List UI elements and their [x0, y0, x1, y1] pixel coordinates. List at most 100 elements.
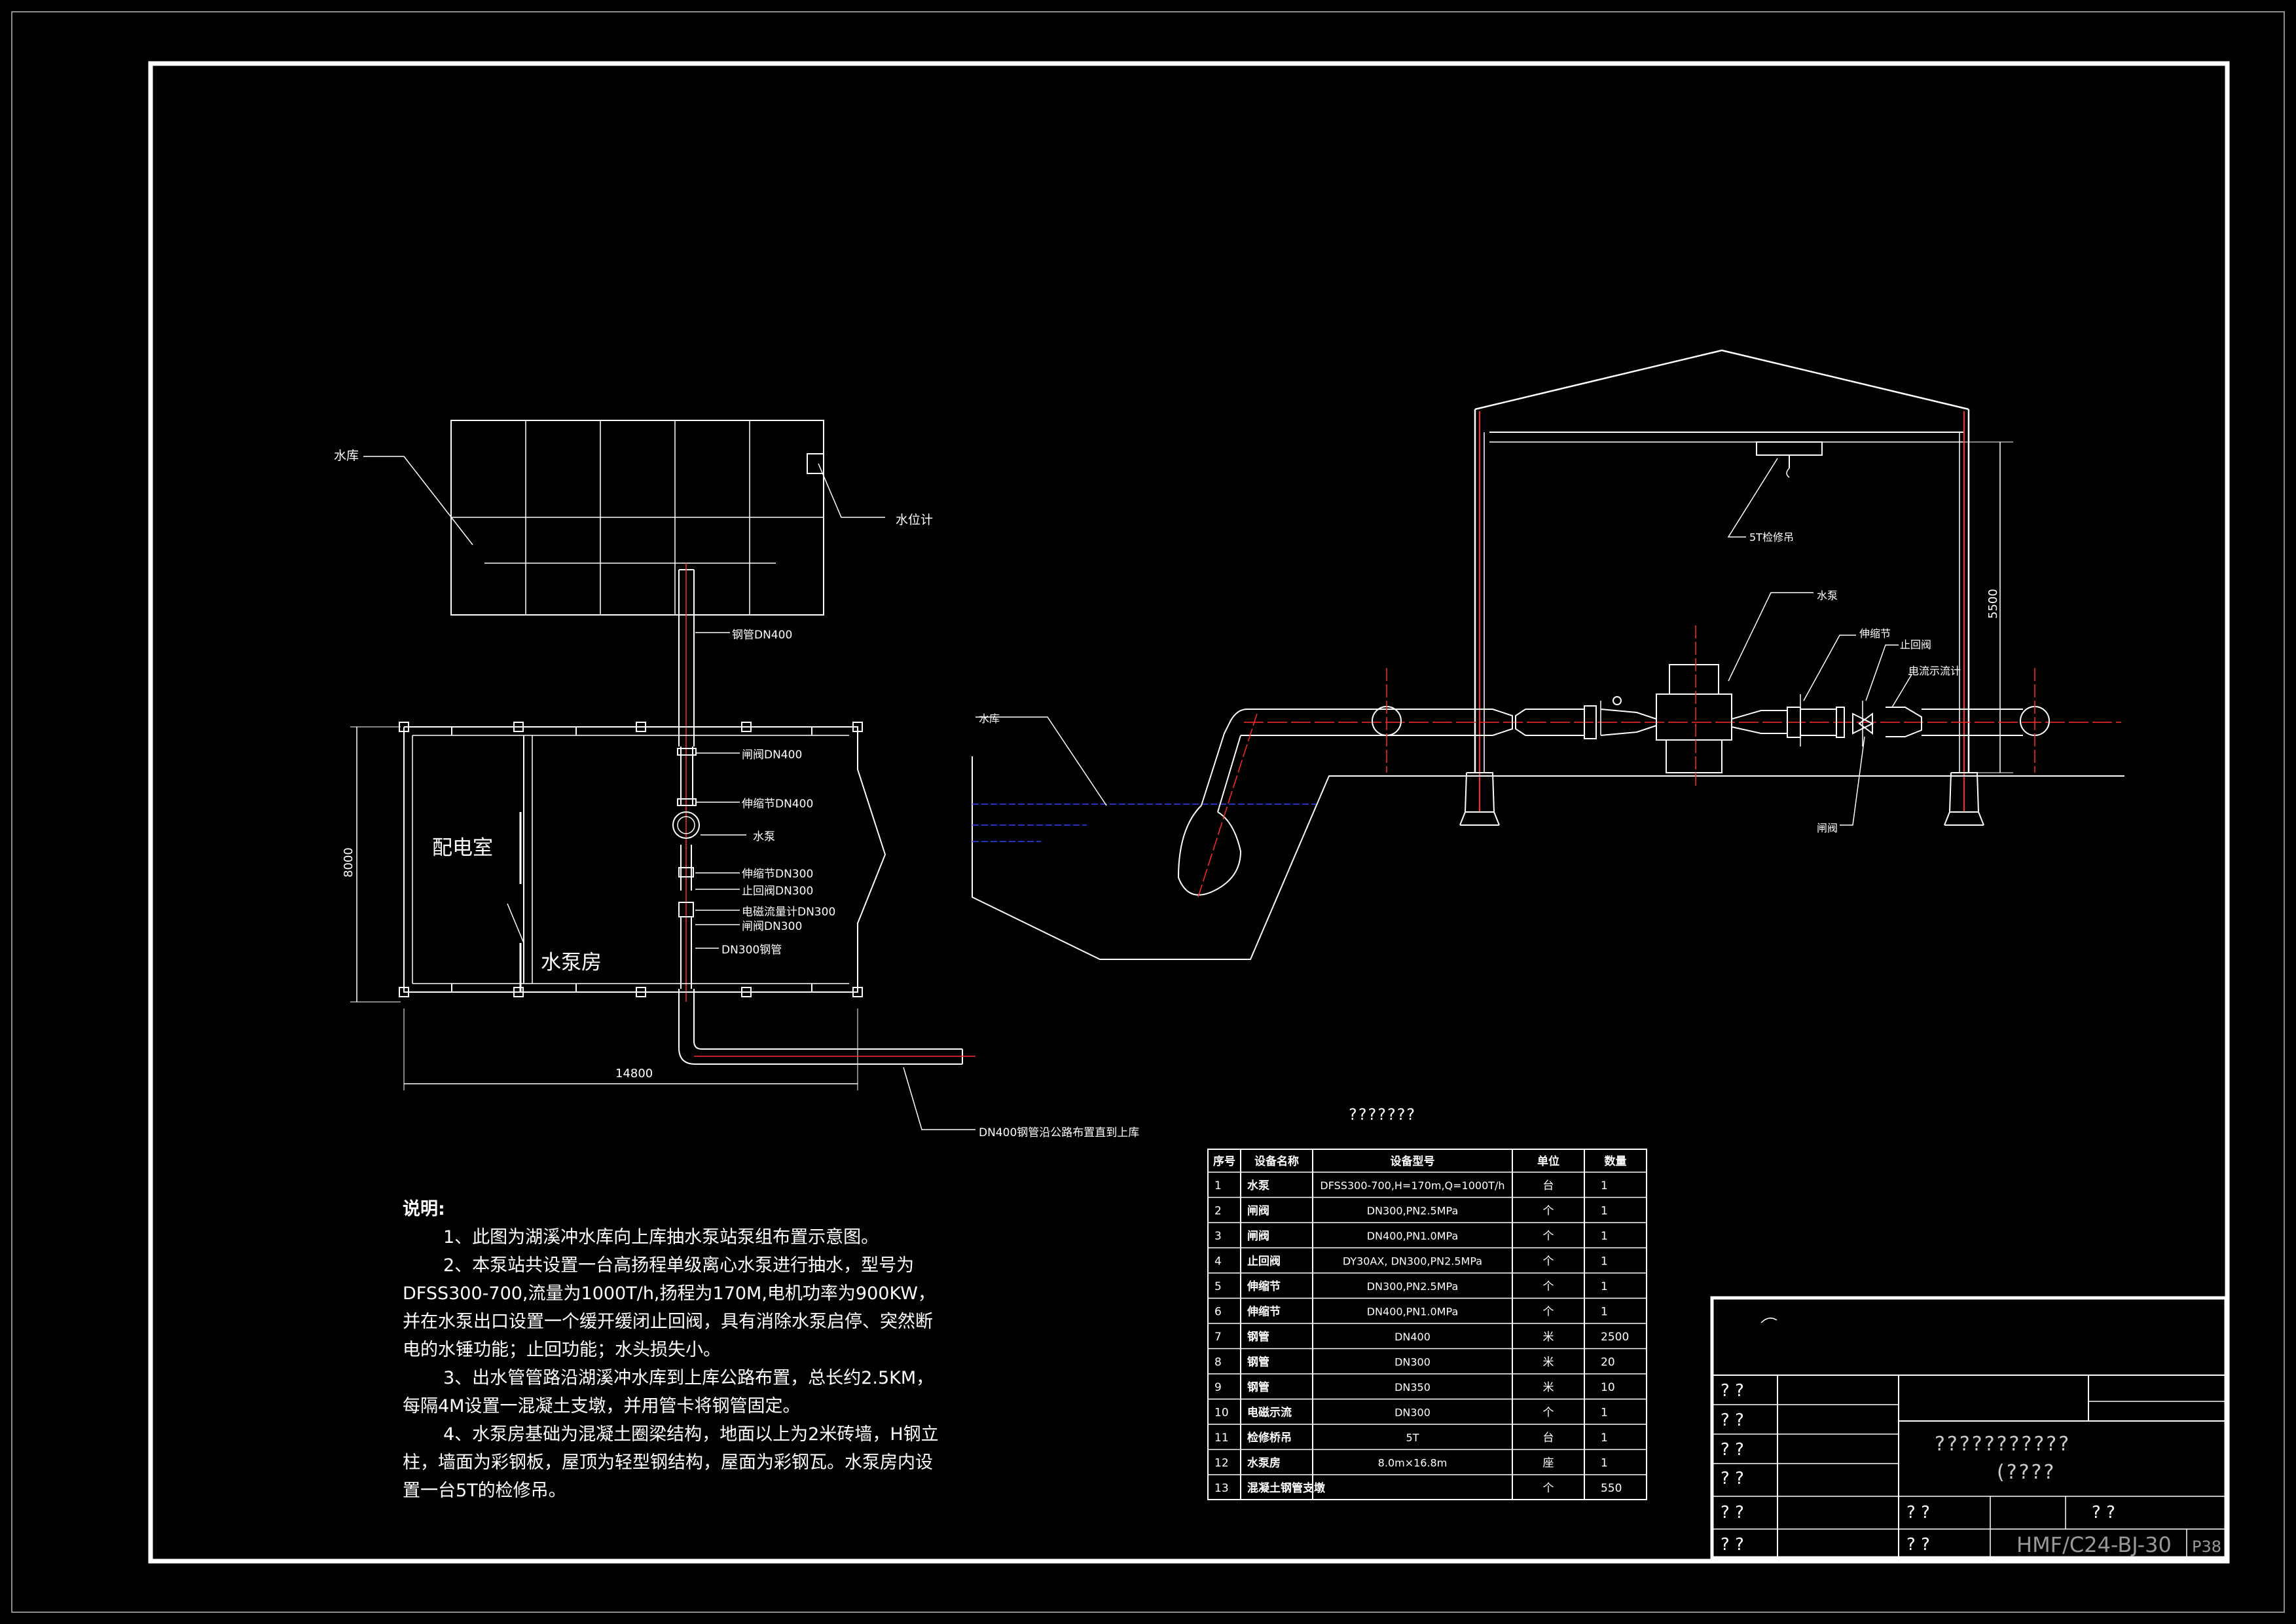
note-3: 3、出水管管路沿湖溪冲水库到上库公路布置，总长约2.5KM，每隔4M设置一混凝土… [403, 1368, 934, 1416]
table-cell-name: 钢管 [1247, 1356, 1269, 1369]
table-cell-no: 3 [1214, 1230, 1222, 1243]
title-q-3: ? ? [1721, 1440, 1744, 1460]
section-gate-valve-label: 闸阀 [1817, 822, 1838, 834]
table-cell-qty: 10 [1601, 1381, 1615, 1394]
title-block-grid [1710, 1296, 2228, 1560]
table-cell-name: 钢管 [1247, 1380, 1269, 1394]
table-cell-qty: 1 [1601, 1230, 1608, 1243]
table-cell-no: 6 [1214, 1306, 1222, 1319]
table-cell-unit: 个 [1543, 1407, 1554, 1420]
plan-flowmeter-label: 电磁流量计DN300 [742, 906, 835, 919]
plan-check-valve-label: 止回阀DN300 [742, 885, 813, 898]
plan-expansion-dn300-label: 伸缩节DN300 [742, 868, 813, 881]
table-cell-model: 8.0m×16.8m [1378, 1457, 1448, 1469]
note-2: 2、本泵站共设置一台高扬程单级离心水泵进行抽水，型号为DFSS300-700,流… [403, 1255, 936, 1360]
notes-heading: 说明: [403, 1199, 445, 1219]
plan-reservoir-label: 水库 [334, 449, 359, 463]
table-cell-no: 9 [1214, 1381, 1222, 1394]
table-cell-no: 11 [1214, 1431, 1229, 1445]
equipment-table-rows [1208, 1172, 1647, 1475]
table-cell-name: 钢管 [1247, 1330, 1269, 1344]
table-cell-unit: 个 [1543, 1255, 1554, 1268]
road-pipe-label: DN400钢管沿公路布置直到上库 [979, 1126, 1139, 1139]
pump-room-plan [350, 722, 886, 1090]
table-header-no: 序号 [1213, 1154, 1235, 1168]
dim-8000: 8000 [342, 847, 355, 877]
table-cell-model: DN300 [1394, 1356, 1430, 1369]
table-cell-qty: 1 [1601, 1407, 1608, 1420]
section-expansion-label: 伸缩节 [1859, 627, 1891, 640]
table-cell-qty: 1 [1601, 1280, 1608, 1293]
distribution-room-label: 配电室 [432, 836, 493, 860]
title-q-1: ? ? [1721, 1381, 1744, 1401]
plan-steel-pipe-label: 钢管DN400 [732, 629, 792, 642]
table-cell-name: 伸缩节 [1247, 1305, 1281, 1319]
table-cell-model: DN300,PN2.5MPa [1367, 1280, 1459, 1293]
section-pump-label: 水泵 [1817, 589, 1838, 602]
dim-5500: 5500 [1986, 589, 2000, 619]
section-hoist-label: 5T检修吊 [1749, 531, 1794, 544]
equipment-table-grid [1207, 1149, 1647, 1500]
table-header-unit: 单位 [1537, 1154, 1559, 1168]
table-cell-qty: 1 [1601, 1457, 1608, 1470]
title-q-8: ? ? [2092, 1503, 2115, 1522]
table-cell-name: 水泵房 [1247, 1456, 1281, 1470]
table-cell-model: DN400,PN1.0MPa [1367, 1306, 1459, 1318]
table-cell-name: 检修桥吊 [1247, 1431, 1292, 1445]
table-cell-model: DN300,PN2.5MPa [1367, 1205, 1459, 1217]
section-reservoir-label: 水库 [979, 712, 1000, 725]
table-cell-qty: 2500 [1601, 1331, 1629, 1344]
drawing-code: HMF/C24-BJ-30 [2016, 1532, 2172, 1557]
table-cell-unit: 个 [1543, 1306, 1554, 1319]
table-cell-unit: 台 [1543, 1431, 1554, 1445]
table-cell-no: 13 [1214, 1482, 1229, 1495]
table-cell-name: 闸阀 [1247, 1204, 1269, 1218]
table-cell-unit: 个 [1543, 1482, 1554, 1495]
table-cell-name: 伸缩节 [1247, 1280, 1281, 1293]
table-header-qty: 数量 [1605, 1154, 1627, 1168]
drawing-name-line2: (???? [1997, 1461, 2056, 1484]
table-cell-qty: 1 [1601, 1179, 1608, 1192]
table-cell-qty: 550 [1601, 1482, 1622, 1495]
table-cell-qty: 1 [1601, 1306, 1608, 1319]
table-cell-no: 5 [1214, 1280, 1222, 1293]
table-title: ??????? [1349, 1105, 1416, 1124]
table-cell-qty: 1 [1601, 1431, 1608, 1445]
table-cell-model: DY30AX, DN300,PN2.5MPa [1343, 1255, 1482, 1268]
table-cell-qty: 1 [1601, 1255, 1608, 1268]
design-notes: 说明: 1、此图为湖溪冲水库向上库抽水泵站泵组布置示意图。 2、本泵站共设置一台… [403, 1195, 939, 1505]
table-cell-unit: 个 [1543, 1230, 1554, 1243]
drawing-name-line1: ??????????? [1935, 1433, 2071, 1456]
dim-14800: 14800 [615, 1067, 653, 1080]
title-q-7: ? ? [1906, 1503, 1930, 1522]
note-4: 4、水泵房基础为混凝土圈梁结构，地面以上为2米砖墙，H钢立柱，墙面为彩钢板，屋顶… [403, 1424, 939, 1501]
table-header-name: 设备名称 [1254, 1154, 1299, 1168]
table-cell-unit: 个 [1543, 1280, 1554, 1293]
title-q-6: ? ? [1721, 1535, 1744, 1555]
table-cell-name: 电磁示流 [1247, 1406, 1292, 1420]
page-number: P38 [2192, 1538, 2221, 1556]
inner-border [148, 61, 2230, 1564]
plan-dn300-pipe-label: DN300钢管 [721, 944, 782, 957]
table-cell-unit: 台 [1543, 1179, 1554, 1192]
pipe-dn400-plan [678, 563, 730, 1002]
table-cell-no: 8 [1214, 1356, 1222, 1369]
title-q-2: ? ? [1721, 1411, 1744, 1430]
table-cell-name: 闸阀 [1247, 1229, 1269, 1243]
table-cell-model: 5T [1406, 1431, 1419, 1444]
pump-room-label: 水泵房 [541, 951, 602, 974]
table-cell-no: 7 [1214, 1331, 1222, 1344]
table-cell-unit: 个 [1543, 1205, 1554, 1218]
title-q-5: ? ? [1721, 1503, 1744, 1522]
table-cell-model: DN300 [1394, 1407, 1430, 1419]
table-cell-unit: 米 [1543, 1356, 1554, 1369]
table-cell-model: DN400 [1394, 1331, 1430, 1343]
plan-gate-valve-dn300-label: 闸阀DN300 [742, 920, 802, 933]
title-q-9: ? ? [1906, 1535, 1930, 1555]
plan-gate-valve-dn400-label: 闸阀DN400 [742, 748, 802, 762]
table-cell-unit: 米 [1543, 1381, 1554, 1394]
section-flowmeter-label: 电流示流计 [1908, 665, 1961, 677]
table-cell-no: 4 [1214, 1255, 1222, 1268]
table-cell-unit: 座 [1543, 1457, 1554, 1470]
